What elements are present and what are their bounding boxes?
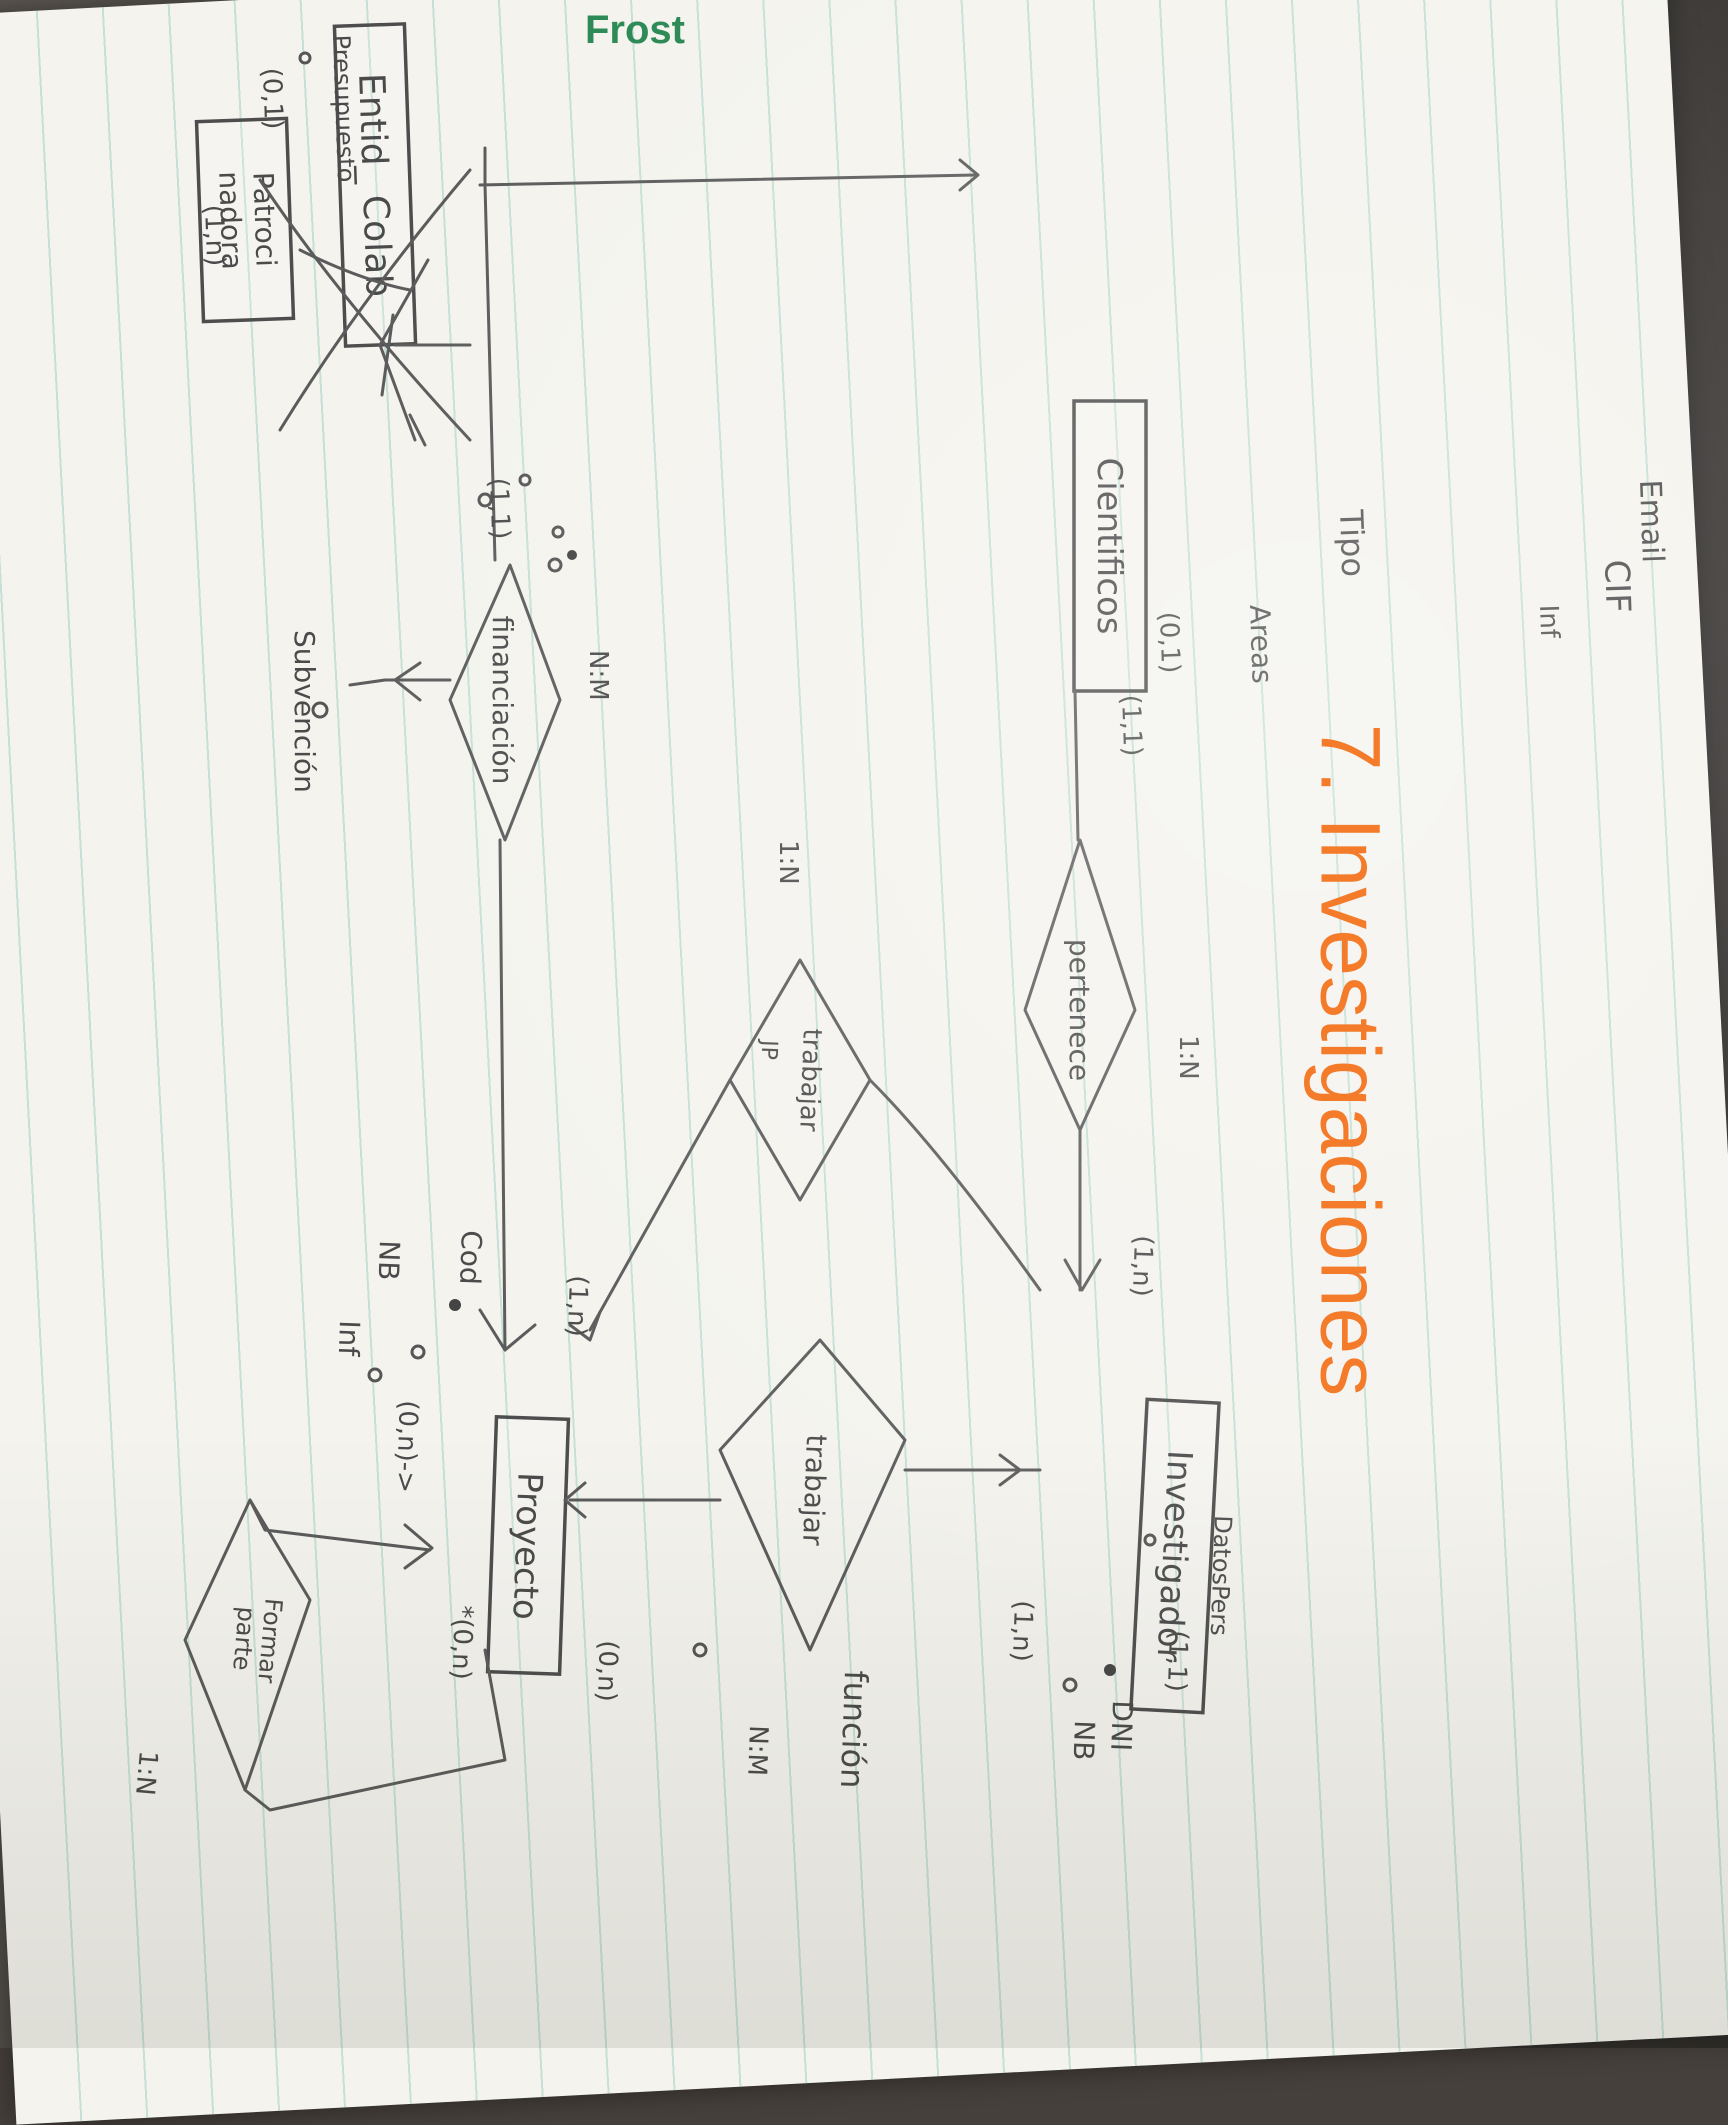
relationship-formar-parte: Formar parte <box>183 1498 312 1792</box>
card-proy-formar: *(0,n) <box>445 1605 478 1681</box>
attr-cif-label: CIF <box>1596 559 1638 614</box>
card-proy-trab: (0,n) <box>591 1640 623 1703</box>
entity-proyecto: Proyecto <box>485 1415 571 1676</box>
card-patro-fin: (1,n) <box>198 204 230 267</box>
line-jp-inv <box>868 1078 1042 1292</box>
isa-to-cientificos <box>258 178 472 442</box>
overlay-title: 7. Investigaciones <box>1303 723 1398 1397</box>
relationship-trabajar: trabajar <box>718 1338 907 1652</box>
attr-cif-dot <box>567 550 577 560</box>
entity-patrocinadora: Patroci nadora <box>194 116 296 324</box>
attr-nb-proy-circle <box>410 1344 426 1360</box>
attr-nb-inv-circle <box>1062 1677 1078 1693</box>
attr-dni-label: DNI <box>1104 1700 1139 1752</box>
attr-tipo-circle <box>477 492 493 508</box>
ratio-trabajar-jp: 1:N <box>773 840 803 885</box>
attr-funcion-label: función <box>833 1670 875 1789</box>
relationship-financiacion: financiación <box>448 563 562 842</box>
relationship-pertenece: pertenece <box>1023 838 1137 1132</box>
relationship-trabajar-jp: trabajar JP <box>728 958 872 1202</box>
entity-cientificos: Cientificos <box>1072 399 1148 693</box>
attr-areas-circle <box>551 525 565 539</box>
isa-curve <box>298 248 412 292</box>
isa-triangle <box>378 258 430 442</box>
attr-subvencion-label: Subvención <box>288 630 321 793</box>
attr-cod-dot <box>449 1299 461 1311</box>
ratio-pertenece: 1:N <box>1173 1035 1203 1080</box>
card-cient-isa: (0,1) <box>1153 611 1185 674</box>
arrow-pert-inv <box>1063 1258 1102 1292</box>
entity-cientificos-label: Cientificos <box>1089 457 1129 634</box>
relationship-pertenece-label: pertenece <box>1063 939 1096 1081</box>
card-inv-pert: (1,n) <box>1126 1235 1158 1298</box>
card-cient-pert: (1,1) <box>1115 694 1147 757</box>
attr-inf-proy-label: Inf <box>332 1320 366 1358</box>
card-patro-isa: (0,1) <box>256 67 288 130</box>
entity-proyecto-label: Proyecto <box>504 1471 549 1620</box>
isa-tipo-link <box>408 413 427 447</box>
line-subvencion <box>348 678 452 687</box>
arrow-subvencion <box>393 661 422 702</box>
arrow-fin-proyecto <box>478 1308 537 1352</box>
ratio-formar-parte: 1:N <box>129 1749 163 1796</box>
relationship-financiacion-label: financiación <box>486 616 519 785</box>
card-inv-trab: (1,n) <box>1006 1600 1038 1663</box>
card-entid-colab: (1,1) <box>483 477 515 540</box>
line-jp-proy <box>588 1078 732 1332</box>
connection-lines <box>243 146 1102 1812</box>
attr-datospers-label: DatosPers <box>1205 1515 1237 1636</box>
entity-investigador: Investigador <box>1129 1397 1221 1715</box>
isa-to-patrocinadora <box>278 168 472 432</box>
arrow-formar <box>403 1523 434 1570</box>
attr-email-circle <box>518 473 532 487</box>
attr-datospers-circle <box>1143 1533 1157 1547</box>
ratio-labels: N:M 1:N 1:N N:M 1:N <box>129 650 1203 1797</box>
isa-bar <box>380 313 395 397</box>
line-patro-top <box>478 173 977 187</box>
attr-nb-inv-label: NB <box>1067 1720 1101 1761</box>
line-proy-formar-top <box>248 1498 432 1552</box>
brand-watermark: Frost <box>585 8 685 52</box>
attr-inf-proy-circle <box>367 1367 383 1383</box>
ratio-financiacion: N:M <box>583 650 613 701</box>
card-inv-datos: (1,1) <box>1161 1630 1193 1693</box>
attr-cod-label: Cod <box>453 1230 488 1286</box>
attr-areas-label: Areas <box>1243 604 1279 684</box>
relationship-trabajar-jp-sub: JP <box>756 1038 782 1061</box>
arrow-patro <box>958 158 980 192</box>
attribute-labels: Tipo Email CIF Inf Areas Presupuesto Sub… <box>288 34 1670 1789</box>
line-proy-formar-bottom <box>243 1648 507 1812</box>
arrow-inv-trab <box>998 1453 1022 1487</box>
arrow-trab-proy <box>563 1481 587 1519</box>
er-diagram: Entid_ Colab Patroci nadora Cientificos … <box>129 22 1670 1812</box>
attr-inf-circle <box>547 557 563 573</box>
attr-tipo-label: Tipo <box>1332 508 1372 578</box>
relationship-trabajar-label: trabajar <box>796 1434 833 1547</box>
card-proy-jp: (1,n) <box>561 1275 593 1338</box>
entity-patrocinadora-label-2: nadora <box>212 171 248 271</box>
card-proy-cod: (0,n)-> <box>390 1400 423 1494</box>
relationship-formar-parte-label-2: parte <box>227 1606 260 1672</box>
attr-presupuesto-label: Presupuesto <box>327 34 360 183</box>
attr-email-label: Email <box>1632 479 1670 563</box>
line-cient-pert <box>1073 688 1080 842</box>
attr-nb-proy-label: NB <box>372 1240 406 1281</box>
cardinality-labels: (1,1) (0,1) (1,n) (0,1) (1,1) (1,n) (1,1… <box>198 67 1193 1702</box>
attribute-markers <box>298 51 1157 1693</box>
entity-entid-colab-label: Entid_ Colab <box>350 72 399 297</box>
line-fin-proyecto <box>498 838 507 1352</box>
attr-dni-dot <box>1104 1664 1116 1676</box>
attr-inf-label: Inf <box>1533 604 1564 639</box>
ratio-trabajar: N:M <box>741 1725 773 1777</box>
attr-funcion-circle <box>692 1642 708 1658</box>
arrow-jp-proy <box>568 1310 602 1342</box>
attr-presupuesto-circle <box>298 51 312 65</box>
relationship-trabajar-jp-label: trabajar <box>793 1028 827 1132</box>
attr-subvencion-circle <box>311 701 329 719</box>
